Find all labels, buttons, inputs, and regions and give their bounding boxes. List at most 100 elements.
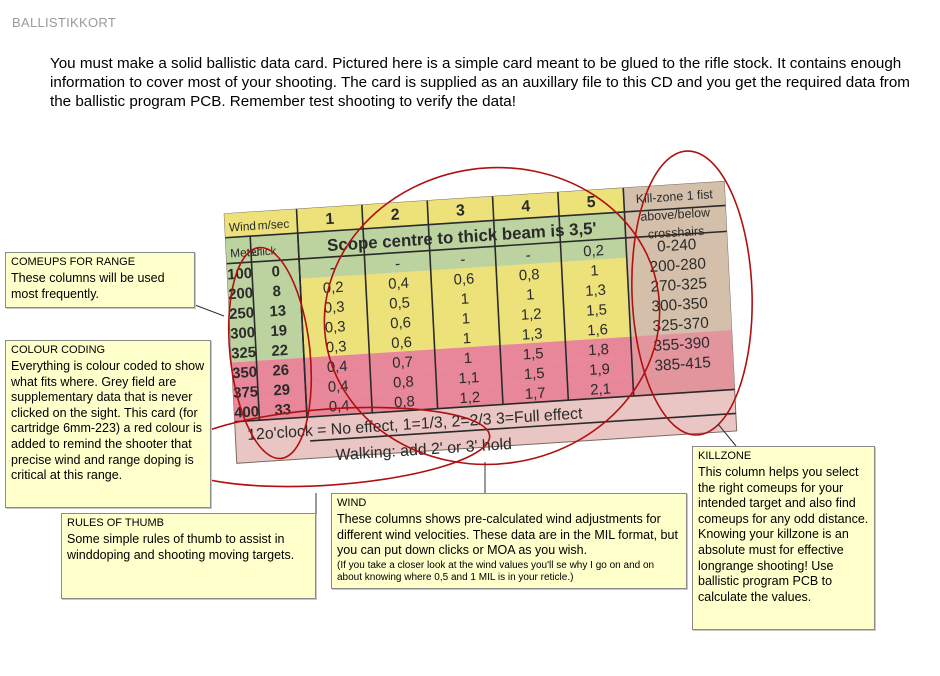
wind-value: 0,2	[323, 279, 344, 297]
killzone-value: 200-280	[649, 255, 706, 276]
grid-line	[491, 196, 504, 405]
click-value: 0	[271, 263, 280, 281]
callout-colour-title: COLOUR CODING	[11, 344, 106, 356]
callout-comeups-title: COMEUPS FOR RANGE	[11, 256, 136, 268]
callout-killzone-body: This column helps you select the right c…	[698, 465, 869, 604]
page-header: BALLISTIKKORT	[12, 15, 117, 30]
killzone-value: 325-370	[652, 315, 709, 336]
wind-value: 1	[463, 350, 472, 368]
grid-line	[557, 192, 570, 401]
click-value: 8	[272, 283, 281, 301]
wind-value: 1,7	[524, 385, 545, 403]
row-meter-bg	[229, 318, 303, 343]
ellipse-wind	[323, 166, 661, 466]
killzone-header: Kill-zone 1 fist	[635, 187, 713, 206]
meter-value: 350	[232, 364, 258, 383]
wind-value: 0,6	[453, 270, 474, 288]
wind-header-band	[224, 187, 625, 238]
row-meter-bg	[231, 357, 305, 383]
callout-wind-body: These columns shows pre-calculated wind …	[337, 512, 678, 558]
row-meter-bg	[228, 298, 302, 323]
wind-value: 0,3	[324, 318, 345, 336]
wind-value: 0,8	[519, 266, 540, 284]
grid-line	[426, 200, 439, 409]
meter-value: 100	[227, 265, 253, 284]
wind-value: 1,9	[589, 361, 610, 379]
row-meter-bg	[227, 278, 302, 304]
click-value: 22	[271, 342, 288, 360]
row-wind-bg	[303, 336, 632, 378]
wind-value: 1,2	[521, 306, 542, 324]
row-wind-bg	[301, 277, 629, 319]
row-meter-bg	[230, 338, 304, 363]
row-wind-bg	[304, 356, 633, 398]
wind-value: 0,8	[394, 393, 415, 411]
row-wind-bg	[301, 297, 630, 339]
wind-value: 0,6	[390, 314, 411, 332]
wind-column-header: 4	[521, 198, 531, 216]
wind-value: 0,2	[583, 242, 604, 260]
row-wind-bg	[302, 316, 631, 358]
wind-value: 1,5	[586, 301, 607, 319]
killzone-header: crosshairs	[648, 224, 705, 242]
killzone-value: 0-240	[657, 236, 697, 256]
grid-line	[295, 209, 308, 418]
wind-value: 0,4	[327, 378, 348, 396]
wind-value: 1,2	[459, 389, 480, 407]
wind-value: 1	[526, 286, 535, 304]
wind-value: 1,3	[585, 282, 606, 300]
wind-value: 0,6	[391, 334, 412, 352]
row-meter-bg	[232, 377, 306, 403]
grid-line	[361, 204, 374, 413]
wind-value: 1,8	[588, 341, 609, 359]
scope-note-band	[297, 211, 626, 260]
wind-label: Wind	[229, 219, 257, 235]
annotation-ellipses	[169, 150, 753, 488]
grid-line	[225, 211, 625, 239]
callout-killzone: KILLZONE This column helps you select th…	[692, 446, 875, 630]
click-label: Click	[251, 245, 277, 259]
callout-wind-title: WIND	[337, 497, 367, 509]
wind-value: -	[395, 255, 401, 272]
wind-value: 1,1	[458, 369, 479, 387]
wind-value: 1	[590, 262, 599, 280]
killzone-value: 300-350	[651, 295, 708, 316]
click-value: 26	[272, 362, 289, 380]
meter-value: 325	[231, 344, 257, 363]
row-kill-bg	[630, 330, 733, 357]
ellipse-comeups	[227, 246, 313, 460]
meter-value: 400	[234, 403, 260, 422]
callout-wind: WIND These columns shows pre-calculated …	[331, 493, 687, 589]
wind-value: 1	[462, 330, 471, 348]
grid-line	[234, 388, 735, 423]
killzone-value: 270-325	[650, 275, 707, 296]
meter-value: 250	[229, 304, 255, 323]
intro-paragraph: You must make a solid ballistic data car…	[50, 55, 910, 110]
killzone-value: 355-390	[653, 334, 710, 355]
click-value: 29	[273, 381, 290, 399]
killzone-header: above/below	[640, 205, 711, 224]
callout-comeups-body: These columns will be used most frequent…	[11, 271, 165, 301]
meter-value: 200	[228, 285, 254, 304]
row-kill-bg	[631, 349, 734, 377]
wind-value: -	[460, 251, 466, 268]
meter-value: 300	[230, 324, 256, 343]
wind-column-header: 5	[586, 194, 596, 212]
wind-value: 1	[461, 310, 470, 328]
callout-killzone-title: KILLZONE	[698, 450, 752, 462]
wind-value: 0,5	[389, 294, 410, 312]
wind-value: 2,1	[590, 380, 611, 398]
row-meter-bg	[226, 259, 301, 284]
wind-value: 0,3	[323, 298, 344, 316]
grid-line	[249, 236, 261, 421]
wind-value: 0,8	[393, 373, 414, 391]
ellipse-killzone	[631, 150, 753, 436]
wind-value: 1,3	[521, 325, 542, 343]
wind-value: 1	[460, 290, 469, 308]
wind-value: 1,5	[522, 345, 543, 363]
click-value: 13	[269, 302, 286, 320]
callout-comeups: COMEUPS FOR RANGE These columns will be …	[5, 252, 195, 308]
row-meter-bg	[233, 397, 307, 422]
